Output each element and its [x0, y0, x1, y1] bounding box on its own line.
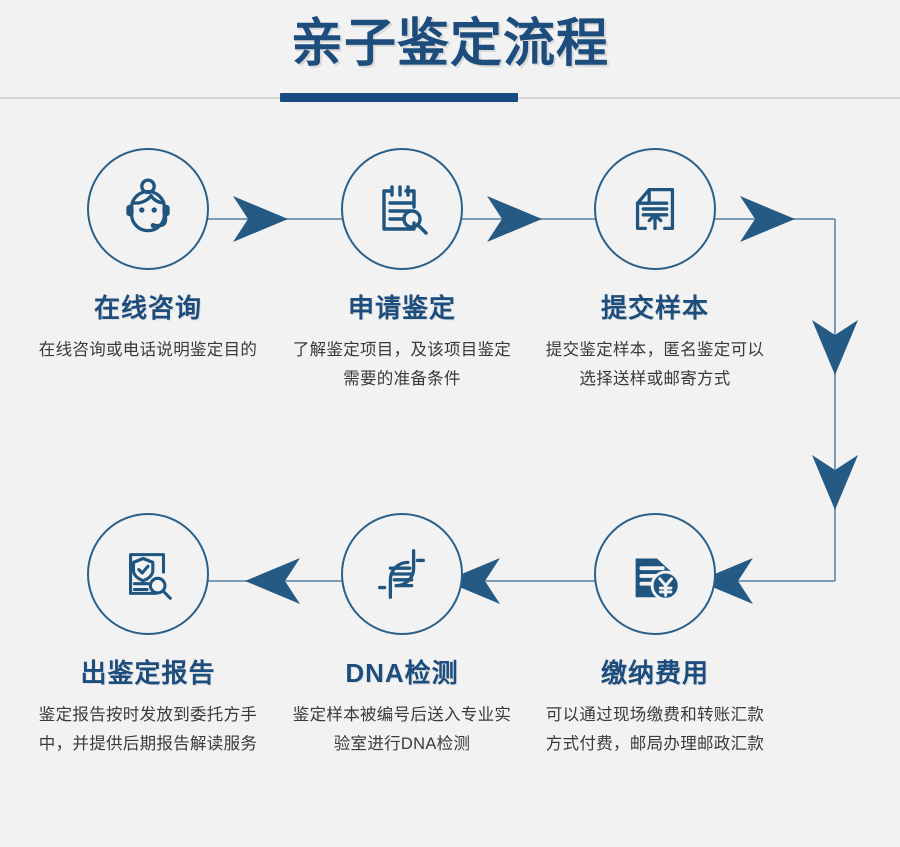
step-3-icon-circle	[594, 148, 716, 270]
arrow-rail-down-upper	[812, 320, 858, 375]
invoice-yuan-icon	[624, 543, 686, 605]
step-6-description: 可以通过现场缴费和转账汇款方式付费，邮局办理邮政汇款	[545, 706, 765, 753]
step-5-icon-circle	[341, 513, 463, 635]
step-issue-report[interactable]: 出鉴定报告 鉴定报告按时发放到委托方手中，并提供后期报告解读服务	[18, 513, 278, 759]
customer-service-agent-icon	[115, 176, 181, 242]
step-6-icon-circle	[594, 513, 716, 635]
step-3-description: 提交鉴定样本，匿名鉴定可以选择送样或邮寄方式	[545, 341, 765, 388]
arrow-rail-down-lower	[812, 455, 858, 510]
report-shield-magnifier-icon	[117, 543, 179, 605]
dna-helix-icon	[371, 543, 433, 605]
step-online-consultation[interactable]: 在线咨询 在线咨询或电话说明鉴定目的	[18, 148, 278, 365]
step-apply-appraisal[interactable]: 申请鉴定 了解鉴定项目，及该项目鉴定需要的准备条件	[272, 148, 532, 394]
clipboard-magnifier-icon	[370, 177, 434, 241]
header-accent-bar	[280, 93, 518, 102]
page-title: 亲子鉴定流程	[290, 15, 609, 73]
step-2-description: 了解鉴定项目，及该项目鉴定需要的准备条件	[292, 341, 512, 388]
step-4-description: 鉴定报告按时发放到委托方手中，并提供后期报告解读服务	[38, 706, 258, 753]
step-6-title: 缴纳费用	[600, 658, 709, 688]
document-upload-icon	[624, 178, 686, 240]
step-3-title: 提交样本	[600, 293, 709, 323]
header: 亲子鉴定流程	[0, 0, 900, 104]
step-4-icon-circle	[87, 513, 209, 635]
step-1-description: 在线咨询或电话说明鉴定目的	[38, 341, 258, 359]
step-1-title: 在线咨询	[93, 293, 202, 323]
step-pay-fee[interactable]: 缴纳费用 可以通过现场缴费和转账汇款方式付费，邮局办理邮政汇款	[525, 513, 785, 759]
step-4-title: 出鉴定报告	[80, 658, 216, 688]
step-5-title: DNA检测	[345, 658, 459, 688]
step-2-icon-circle	[341, 148, 463, 270]
step-1-icon-circle	[87, 148, 209, 270]
step-2-title: 申请鉴定	[347, 293, 456, 323]
step-dna-testing[interactable]: DNA检测 鉴定样本被编号后送入专业实验室进行DNA检测	[272, 513, 532, 759]
step-submit-sample[interactable]: 提交样本 提交鉴定样本，匿名鉴定可以选择送样或邮寄方式	[525, 148, 785, 394]
step-5-description: 鉴定样本被编号后送入专业实验室进行DNA检测	[292, 706, 512, 753]
